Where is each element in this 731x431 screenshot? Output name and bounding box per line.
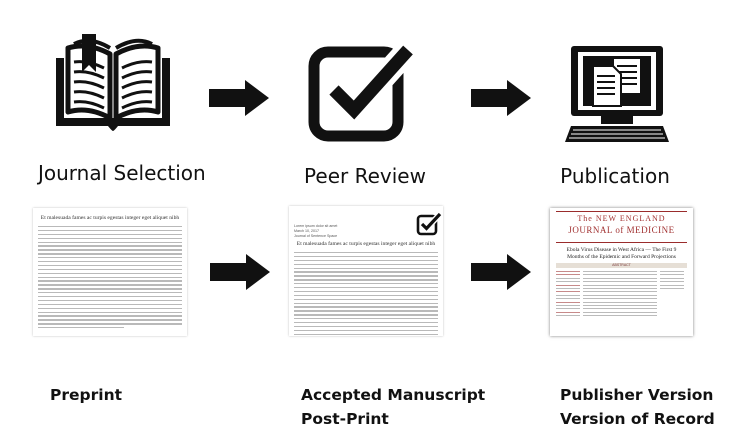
publisher-version-document: The NEW ENGLAND JOURNAL of MEDICINE Ebol… [550,208,693,336]
version-label-accepted-manuscript: Accepted Manuscript Post-Print [301,386,486,428]
journal-name-line: JOURNAL of MEDICINE [568,225,675,235]
journal-masthead: The NEW ENGLAND JOURNAL of MEDICINE [556,211,687,243]
version-label-publisher-version: Publisher Version Version of Record [560,386,715,428]
stage-label-publication: Publication [560,164,670,188]
arrow-right-icon [471,254,531,290]
document-meta-line: Lorem ipsum dolor sit amet [294,224,338,228]
document-meta-line: Journal of Sentence Space [294,234,338,238]
computer-documents-icon [565,46,669,142]
abstract-heading: ABSTRACT [556,263,687,268]
checkbox-checked-icon [416,212,442,236]
open-book-icon [56,34,170,131]
arrow-right-icon [209,80,269,116]
arrow-right-icon [471,80,531,116]
version-label-preprint: Preprint [50,386,123,404]
document-title: Et malesuada fames ac turpis egestas int… [40,215,180,221]
stage-label-journal-selection: Journal Selection [38,161,206,185]
arrow-right-icon [210,254,270,290]
journal-name-line: The NEW ENGLAND [577,214,666,223]
document-meta-line: March 10, 2017 [294,229,319,233]
preprint-document: Et malesuada fames ac turpis egestas int… [33,208,187,336]
article-title: Ebola Virus Disease in West Africa — The… [566,247,677,260]
stage-label-peer-review: Peer Review [304,164,426,188]
checkbox-checked-icon [308,41,417,142]
document-title: Et malesuada fames ac turpis egestas int… [296,241,436,247]
